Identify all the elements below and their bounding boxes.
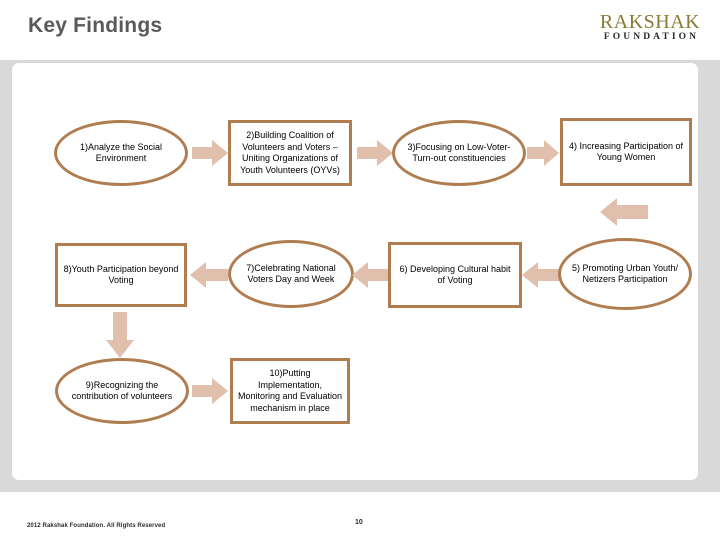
flow-node-8[interactable]: 8)Youth Participation beyond Voting — [55, 243, 187, 307]
flow-node-10[interactable]: 10)Putting Implementation, Monitoring an… — [230, 358, 350, 424]
flow-node-5[interactable]: 5) Promoting Urban Youth/ Netizers Parti… — [558, 238, 692, 310]
flow-node-9-label: 9)Recognizing the contribution of volunt… — [71, 379, 173, 402]
flow-node-4[interactable]: 4) Increasing Participation of Young Wom… — [560, 118, 692, 186]
flow-node-10-label: 10)Putting Implementation, Monitoring an… — [237, 368, 343, 413]
arrow-right-2-to-3 — [357, 140, 393, 166]
logo-subtitle: FOUNDATION — [603, 32, 700, 42]
page-title: Key Findings — [28, 14, 163, 37]
arrow-left-5-to-6 — [522, 262, 560, 288]
rakshak-foundation-logo: RAKSHAK FOUNDATION — [596, 12, 704, 43]
key-findings-flowchart: 1)Analyze the Social Environment 2)Build… — [54, 118, 692, 424]
arrow-left-4-to-5 — [600, 198, 648, 226]
flow-node-4-label: 4) Increasing Participation of Young Wom… — [568, 140, 684, 163]
flow-node-7-label: 7)Celebrating National Voters Day and We… — [246, 262, 336, 285]
flow-node-9[interactable]: 9)Recognizing the contribution of volunt… — [55, 358, 189, 424]
slide-header: Key Findings RAKSHAK FOUNDATION — [0, 0, 720, 60]
footer-page-number: 10 — [355, 519, 363, 526]
arrow-left-7-to-8 — [190, 262, 228, 288]
logo-wordmark: RAKSHAK — [599, 11, 701, 33]
flow-node-3-label: 3)Focusing on Low-Voter-Turn-out constit… — [407, 141, 511, 164]
flow-node-7[interactable]: 7)Celebrating National Voters Day and We… — [228, 240, 354, 308]
flow-node-2[interactable]: 2)Building Coalition of Volunteers and V… — [228, 120, 352, 186]
flow-node-1[interactable]: 1)Analyze the Social Environment — [54, 120, 188, 186]
flow-node-1-label: 1)Analyze the Social Environment — [79, 141, 163, 164]
flow-node-5-label: 5) Promoting Urban Youth/ Netizers Parti… — [571, 262, 679, 285]
flow-node-6-label: 6) Developing Cultural habit of Voting — [399, 263, 511, 286]
arrow-down-8-to-9 — [106, 312, 134, 358]
flow-node-2-label: 2)Building Coalition of Volunteers and V… — [240, 130, 340, 175]
arrow-right-3-to-4 — [527, 140, 559, 166]
arrow-right-1-to-2 — [192, 140, 228, 166]
arrow-left-6-to-7 — [352, 262, 390, 288]
flow-node-6[interactable]: 6) Developing Cultural habit of Voting — [388, 242, 522, 308]
footer-copyright: 2012 Rakshak Foundation. All Rights Rese… — [27, 523, 166, 529]
flow-node-3[interactable]: 3)Focusing on Low-Voter-Turn-out constit… — [392, 120, 526, 186]
flow-node-8-label: 8)Youth Participation beyond Voting — [63, 263, 179, 286]
arrow-right-9-to-10 — [192, 378, 228, 404]
